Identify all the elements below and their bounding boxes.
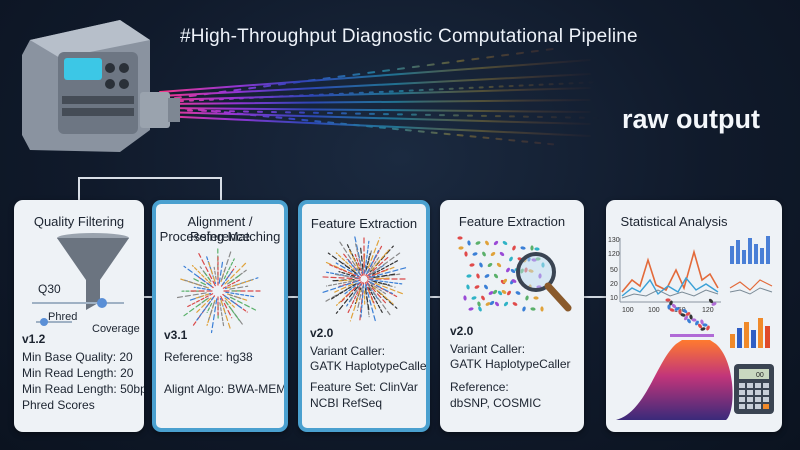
calculator-icon: 00 [734,364,774,414]
phred-label: Phred [48,311,78,323]
bar-chart-blue [730,236,770,264]
version-label: v1.2 [22,332,46,346]
axis-y-tick: 120 [608,251,620,258]
coverage-label: Coverage [92,323,140,335]
param-line: GATK HaplotypeCaller [310,359,430,373]
raw-output-label: raw output [622,104,760,134]
card-quality-filtering: Quality Filtering Q30 Phred Coverage v1.… [14,200,144,432]
axis-y-tick: 10 [610,295,618,302]
param-line: Alignt Algo: BWA-MEM [164,382,287,396]
feature-burst-graphic [319,234,409,324]
param-line: dbSNP, COSMIC [450,396,542,410]
card-feature-extraction-2: Feature Extraction v2.0 Variant Caller: … [440,200,584,432]
version-label: v2.0 [310,326,334,340]
distribution-plot [616,298,733,420]
param-line: Min Read Length: 50bp [22,382,144,396]
axis-x-tick: 120 [702,307,714,314]
card-title: Feature Extraction [458,214,566,229]
param-line: Phred Scores [22,398,95,412]
param-line: Reference: [450,380,509,394]
card-title: Quality Filtering [33,214,125,229]
param-line: Min Read Length: 20 [22,366,134,380]
alignment-graphic [175,248,261,334]
param-line: NCBI RefSeq [310,396,383,410]
bar-chart-orange [730,318,770,348]
param-line: Variant Caller: [310,344,386,358]
line-chart: 130 120 50 20 10 100 100 150 120 [608,237,721,314]
q30-label: Q30 [38,282,61,296]
funnel-icon [32,233,129,326]
card-alignment: Alignment / Reference Processing Matchin… [152,200,288,432]
axis-y-tick: 50 [610,267,618,274]
calculator-display: 00 [756,372,764,379]
axis-y-tick: 20 [610,281,618,288]
param-line: Variant Caller: [450,342,526,356]
data-stream [159,47,601,146]
card-feature-extraction-1: Feature Extraction v2.0 Variant Caller: … [298,200,430,432]
param-line: GATK HaplotypeCaller [450,357,571,371]
card-statistical-analysis: Statistical Analysis 130 120 50 20 10 10… [606,200,782,432]
statistics-graphic: 130 120 50 20 10 100 100 150 120 [608,236,774,420]
card-title: Statistical Analysis [620,214,728,229]
sequencer-icon [22,20,180,152]
card-title: Feature Extraction [310,216,418,231]
card-title: Alignment / Reference [187,214,253,244]
magnifier-icon [516,252,572,312]
axis-x-tick: 100 [648,307,660,314]
page-title: #High-Throughput Diagnostic Computationa… [180,26,638,47]
param-line: Feature Set: ClinVar [310,380,418,394]
variant-scatter-graphic [457,236,572,312]
param-line: Min Base Quality: 20 [22,350,133,364]
version-label: v3.1 [164,328,188,342]
card-subtitle: Processing Matching [159,229,281,244]
version-label: v2.0 [450,324,474,338]
mini-line-chart [729,279,773,295]
axis-y-tick: 130 [608,237,620,244]
bracket-connector [78,177,222,200]
param-line: Reference: hg38 [164,350,253,364]
axis-x-tick: 100 [622,307,634,314]
